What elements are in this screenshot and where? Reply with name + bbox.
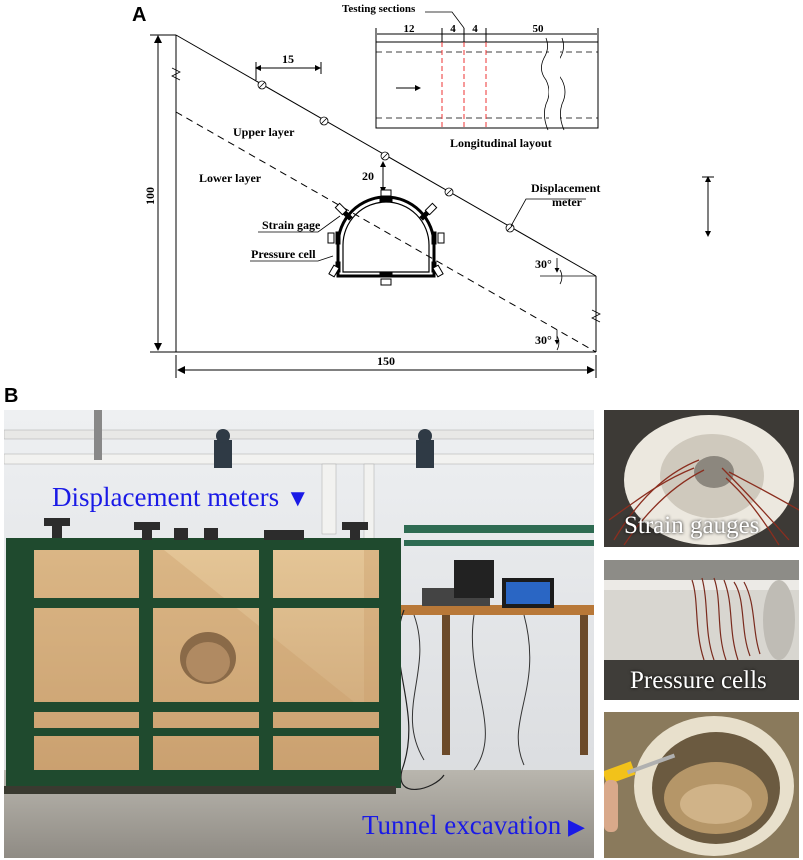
long-dim-4a: 4 xyxy=(450,23,456,35)
pressure-cells-caption: Pressure cells xyxy=(630,667,767,694)
displacement-meter-label-line1: Displacement xyxy=(531,181,600,195)
cover-label: 20 xyxy=(362,169,374,183)
displacement-meter-markers xyxy=(257,80,515,233)
angle-bottom-label: 30° xyxy=(535,333,552,347)
tunnel-cross-section xyxy=(327,189,445,286)
strain-gauges-photo-drawing xyxy=(604,410,799,547)
testing-sections-label: Testing sections xyxy=(342,3,416,15)
displacement-meter-label-line2: meter xyxy=(552,195,583,209)
width-dimension xyxy=(175,355,597,378)
panel-a-letter: A xyxy=(132,4,147,26)
layer-boundary xyxy=(175,111,597,353)
leader-lines xyxy=(250,198,586,262)
long-dim-50: 50 xyxy=(533,23,545,35)
panel-a-diagram: 100 150 15 20 xyxy=(143,3,714,378)
long-dim-12: 12 xyxy=(404,23,416,35)
displacement-meter-5 xyxy=(505,223,515,233)
strain-gauges-caption: Strain gauges xyxy=(624,512,760,539)
longitudinal-layout xyxy=(375,11,599,131)
model-box-photo: Displacement meters ▼ Tunnel excavation … xyxy=(4,410,594,858)
spacing-label: 15 xyxy=(282,52,294,66)
down-arrow-icon: ▼ xyxy=(285,486,310,512)
scale-arrow xyxy=(702,176,714,237)
pressure-cell-label: Pressure cell xyxy=(251,247,316,261)
displacement-meter-4 xyxy=(444,187,454,197)
height-dimension xyxy=(150,34,176,353)
panel-b-letter: B xyxy=(4,385,19,407)
tunnel-excavation-photo xyxy=(604,712,799,858)
height-label: 100 xyxy=(143,187,157,205)
displacement-meters-caption-text: Displacement meters xyxy=(52,482,280,512)
displacement-meter-2 xyxy=(319,116,329,126)
displacement-meter-1 xyxy=(257,80,267,90)
right-arrow-icon: ▶ xyxy=(567,814,585,839)
pressure-cells-photo: Pressure cells xyxy=(604,560,799,700)
displacement-meter-3 xyxy=(380,151,390,161)
lower-layer-label: Lower layer xyxy=(199,171,262,185)
tunnel-excavation-caption: Tunnel excavation ▶ xyxy=(362,810,585,841)
long-dim-4b: 4 xyxy=(472,23,478,35)
strain-gage-label: Strain gage xyxy=(262,218,321,232)
model-box-photo-drawing xyxy=(4,410,594,858)
tunnel-excavation-caption-text: Tunnel excavation xyxy=(362,810,562,840)
upper-layer-label: Upper layer xyxy=(233,125,295,139)
pressure-cells-photo-drawing xyxy=(604,560,799,700)
displacement-meters-caption: Displacement meters ▼ xyxy=(52,482,310,513)
longitudinal-layout-label: Longitudinal layout xyxy=(450,136,552,150)
spacing-dimension xyxy=(255,62,322,80)
tunnel-excavation-photo-drawing xyxy=(604,712,799,858)
angle-markers xyxy=(540,258,596,351)
strain-gauges-photo: Strain gauges xyxy=(604,410,799,547)
width-label: 150 xyxy=(377,354,395,368)
angle-top-label: 30° xyxy=(535,257,552,271)
